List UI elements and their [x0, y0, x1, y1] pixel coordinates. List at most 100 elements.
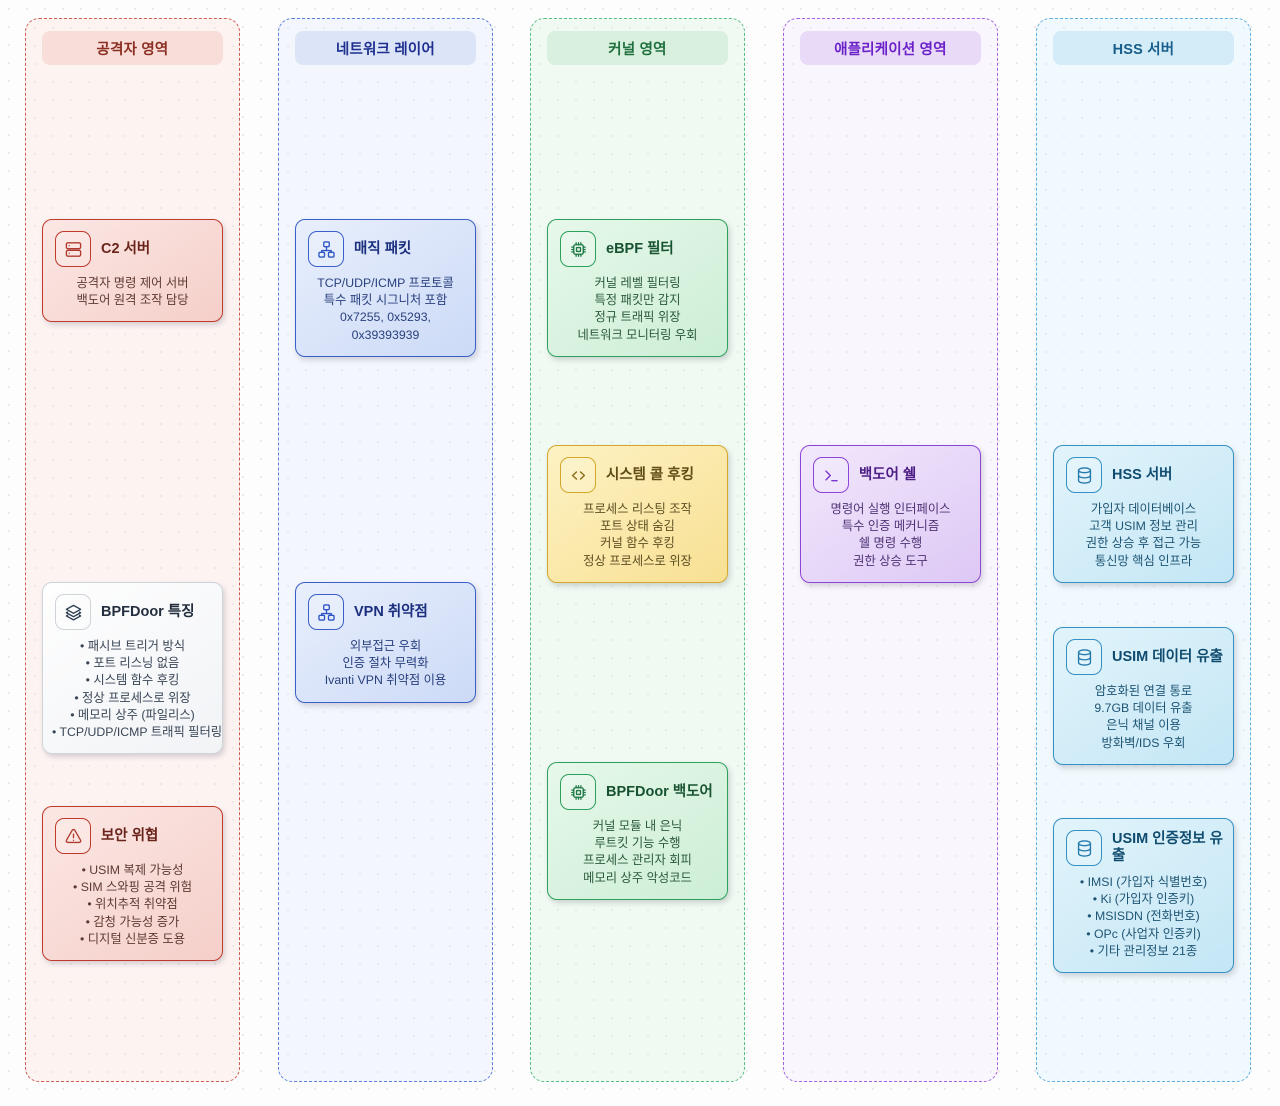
card-title: 보안 위협: [101, 827, 159, 844]
card-line: 외부접근 우회: [349, 639, 422, 653]
card-line: 9.7GB 데이터 유출: [1094, 701, 1193, 716]
card-line: 메모리 상주 악성코드: [583, 870, 692, 885]
card-title: C2 서버: [101, 240, 151, 257]
card-line: 포트 상태 숨김: [600, 519, 675, 534]
card-line: 프로세스 리스팅 조작: [583, 502, 692, 516]
card-line: 프로세스 관리자 회피: [583, 853, 692, 868]
card-line: 은닉 채널 이용: [1106, 718, 1181, 733]
card-title: BPFDoor 특징: [101, 603, 195, 620]
card-header: 보안 위협: [52, 818, 213, 854]
server-icon: [55, 231, 91, 267]
column-header-kernel: 커널 영역: [547, 31, 728, 65]
card-line: TCP/UDP/ICMP 프로토콜: [317, 276, 454, 290]
card-usim-auth-leak: USIM 인증정보 유출 • IMSI (가입자 식별번호) • Ki (가입자 인…: [1053, 818, 1234, 974]
card-title: eBPF 필터: [606, 240, 674, 257]
card-header: USIM 데이터 유출: [1063, 639, 1224, 675]
card-line: 정규 트래픽 위장: [594, 310, 681, 325]
card-line: 명령어 실행 인터페이스: [830, 502, 951, 516]
database-icon: [1066, 639, 1102, 675]
column-header-network: 네트워크 레이어: [295, 31, 476, 65]
card-line: 쉘 명령 수행: [858, 536, 923, 551]
card-description: • 패시브 트리거 방식 • 포트 리스닝 없음 • 시스템 함수 후킹 • 정상 프…: [52, 638, 223, 741]
card-line: • IMSI (가입자 식별번호): [1079, 875, 1208, 889]
card-line: 권한 상승 후 접근 가능: [1085, 536, 1202, 551]
card-title: VPN 취약점: [354, 603, 428, 620]
card-header: C2 서버: [52, 231, 213, 267]
card-line: 방화벽/IDS 우회: [1101, 735, 1186, 750]
code-icon: [560, 457, 596, 493]
card-header: VPN 취약점: [305, 594, 466, 630]
card-line: • 정상 프로세스로 위장: [74, 690, 191, 705]
chip-icon: [560, 774, 596, 810]
layers-icon: [55, 594, 91, 630]
network-icon: [308, 231, 344, 267]
warning-icon: [55, 818, 91, 854]
card-line: 가입자 데이터베이스: [1090, 502, 1197, 516]
column-header-application: 애플리케이션 영역: [800, 31, 981, 65]
card-line: • 메모리 상주 (파일리스): [70, 707, 195, 722]
card-line: • 패시브 트리거 방식: [79, 639, 186, 653]
card-line: • 감청 가능성 증가: [85, 914, 180, 929]
card-bpfdoor-features: BPFDoor 특징 • 패시브 트리거 방식 • 포트 리스닝 없음 • 시스템 함…: [42, 582, 223, 755]
card-line: 공격자 명령 제어 서버: [76, 276, 189, 290]
card-line: 특수 인증 메커니즘: [841, 519, 940, 534]
card-security-threats: 보안 위협• USIM 복제 가능성• SIM 스와핑 공격 위험• 위치추적 …: [42, 806, 223, 962]
network-icon: [308, 594, 344, 630]
card-header: HSS 서버: [1063, 457, 1224, 493]
card-header: 매직 패킷: [305, 231, 466, 267]
card-line: 정상 프로세스로 위장: [583, 553, 692, 568]
card-line: 루트킷 기능 수행: [594, 836, 681, 851]
column-header-hss: HSS 서버: [1053, 31, 1234, 65]
card-description: • IMSI (가입자 식별번호)• Ki (가입자 인증키)• MSISDN …: [1063, 874, 1224, 960]
card-line: • SIM 스와핑 공격 위험: [72, 880, 193, 895]
card-title: USIM 인증정보 유출: [1112, 831, 1224, 864]
card-line: 0x39393939: [351, 327, 420, 342]
card-line: • 기타 관리정보 21종: [1089, 943, 1198, 958]
chip-icon: [560, 231, 596, 267]
card-header: eBPF 필터: [557, 231, 718, 267]
card-line: 커널 레벨 필터링: [594, 276, 681, 290]
card-title: 매직 패킷: [354, 240, 412, 257]
card-title: USIM 데이터 유출: [1112, 648, 1224, 665]
card-line: • OPc (사업자 인증키): [1086, 926, 1201, 941]
card-line: 백도어 원격 조작 담당: [76, 293, 189, 308]
card-line: 인증 절차 무력화: [342, 656, 429, 671]
card-line: • USIM 복제 가능성: [81, 863, 184, 877]
card-line: • Ki (가입자 인증키): [1092, 892, 1195, 907]
card-line: • TCP/UDP/ICMP 트래픽 필터링: [52, 725, 223, 740]
card-line: 커널 모듈 내 은닉: [592, 819, 683, 833]
card-description: • USIM 복제 가능성• SIM 스와핑 공격 위험• 위치추적 취약점• …: [52, 862, 213, 948]
card-line: • 디지털 신분증 도용: [79, 931, 186, 946]
card-header: 백도어 쉘: [810, 457, 971, 493]
card-line: 권한 상승 도구: [853, 553, 928, 568]
card-line: • 포트 리스닝 없음: [85, 656, 180, 671]
card-line: Ivanti VPN 취약점 이용: [324, 673, 447, 688]
card-line: 커널 함수 후킹: [600, 536, 675, 551]
card-line: 특정 패킷만 감지: [594, 293, 681, 308]
card-title: 백도어 쉘: [859, 466, 917, 483]
card-line: 네트워크 모니터링 우회: [577, 327, 698, 342]
card-line: • 시스템 함수 후킹: [85, 673, 180, 688]
terminal-icon: [813, 457, 849, 493]
database-icon: [1066, 457, 1102, 493]
column-header-attacker: 공격자 영역: [42, 31, 223, 65]
